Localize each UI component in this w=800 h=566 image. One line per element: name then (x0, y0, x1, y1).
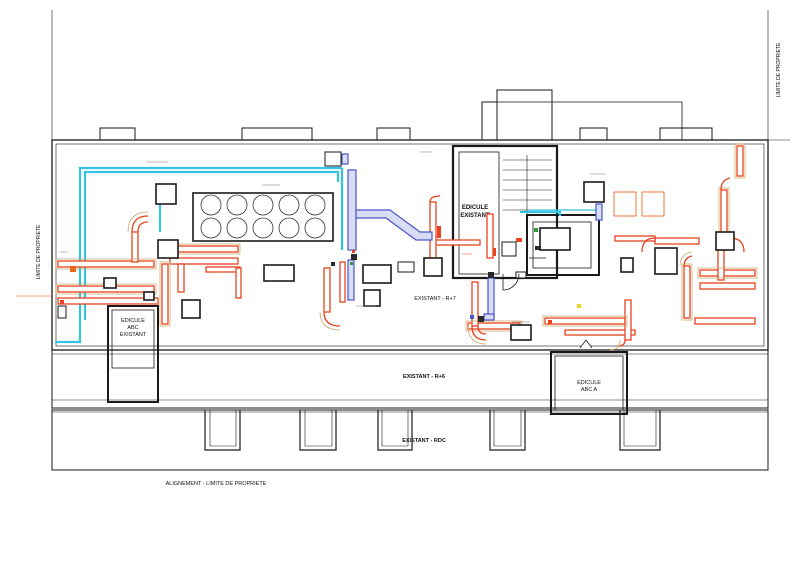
label-existant-r7: EXISTANT - R+7 (414, 296, 456, 302)
label-existant-r6: EXISTANT - R+6 (403, 374, 445, 380)
label-limite-top-right: LIMITE DE PROPRIETE (776, 42, 782, 97)
label-edicule-existant-1: EDICULE (462, 205, 488, 211)
chilled-water-pipes (55, 166, 600, 344)
label-edicule-existant-2: EXISTANT (460, 213, 490, 219)
duct-network (55, 143, 758, 351)
plan-labels: EXISTANT - R+7 EXISTANT - R+6 EXISTANT -… (36, 42, 782, 487)
tank-cluster (192, 192, 334, 242)
edicule-abc-a: EDICULE ABC A (550, 339, 628, 415)
label-existant-rdc: EXISTANT - RDC (402, 438, 446, 444)
building-outlines (51, 10, 790, 471)
equipment (57, 151, 735, 341)
label-limite-left: LIMITE DE PROPRIETE (36, 224, 42, 279)
label-edicule-abc-1: EDICULE (121, 318, 145, 324)
label-edicule-abc-a-1: EDICULE (577, 380, 601, 386)
label-edicule-abc-3: EXISTANT (120, 332, 147, 338)
label-alignement: ALIGNEMENT - LIMITE DE PROPRIETE (166, 481, 267, 487)
label-edicule-abc-2: ABC (127, 325, 138, 331)
label-edicule-abc-a-2: ABC A (581, 387, 598, 393)
edicule-abc-existant: EDICULE ABC EXISTANT (107, 305, 159, 403)
annotations (16, 151, 606, 323)
